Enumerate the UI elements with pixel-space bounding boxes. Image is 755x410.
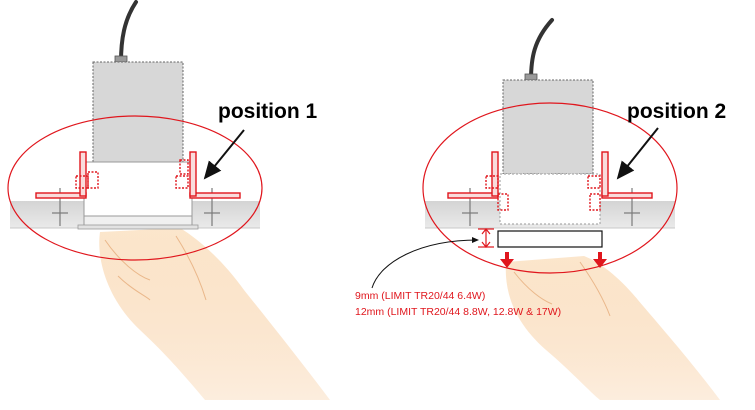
hand-illustration-right (505, 256, 720, 400)
callout-curve (371, 237, 479, 289)
power-cable-left (119, 0, 138, 64)
pointer-arrow-right (616, 127, 659, 180)
lamp-body-right (499, 173, 601, 225)
driver-box-right (502, 79, 594, 175)
position-1-label: position 1 (218, 100, 317, 123)
gap-dimension-marker (478, 228, 494, 248)
note-12mm: 12mm (LIMIT TR20/44 8.8W, 12.8W & 17W) (355, 306, 561, 318)
highlight-ellipse-right (422, 102, 678, 274)
panel-position-1: position 1 (7, 0, 331, 400)
lamp-trim-lowered (497, 230, 603, 248)
power-cable-right (529, 18, 554, 82)
panel-position-2: position 2 9mm (LIMIT TR20/44 6.4W) 12mm… (355, 18, 726, 400)
hand-illustration-left (99, 228, 331, 400)
mounting-brackets-left (35, 151, 241, 199)
driver-box-left (92, 61, 184, 163)
mounting-brackets-right (447, 151, 653, 211)
lamp-body-left (83, 161, 193, 223)
position-2-label: position 2 (627, 100, 726, 123)
pointer-arrow-left (203, 129, 245, 180)
down-arrow-icon (500, 252, 607, 268)
note-9mm: 9mm (LIMIT TR20/44 6.4W) (355, 290, 485, 302)
highlight-ellipse-left (7, 115, 263, 261)
